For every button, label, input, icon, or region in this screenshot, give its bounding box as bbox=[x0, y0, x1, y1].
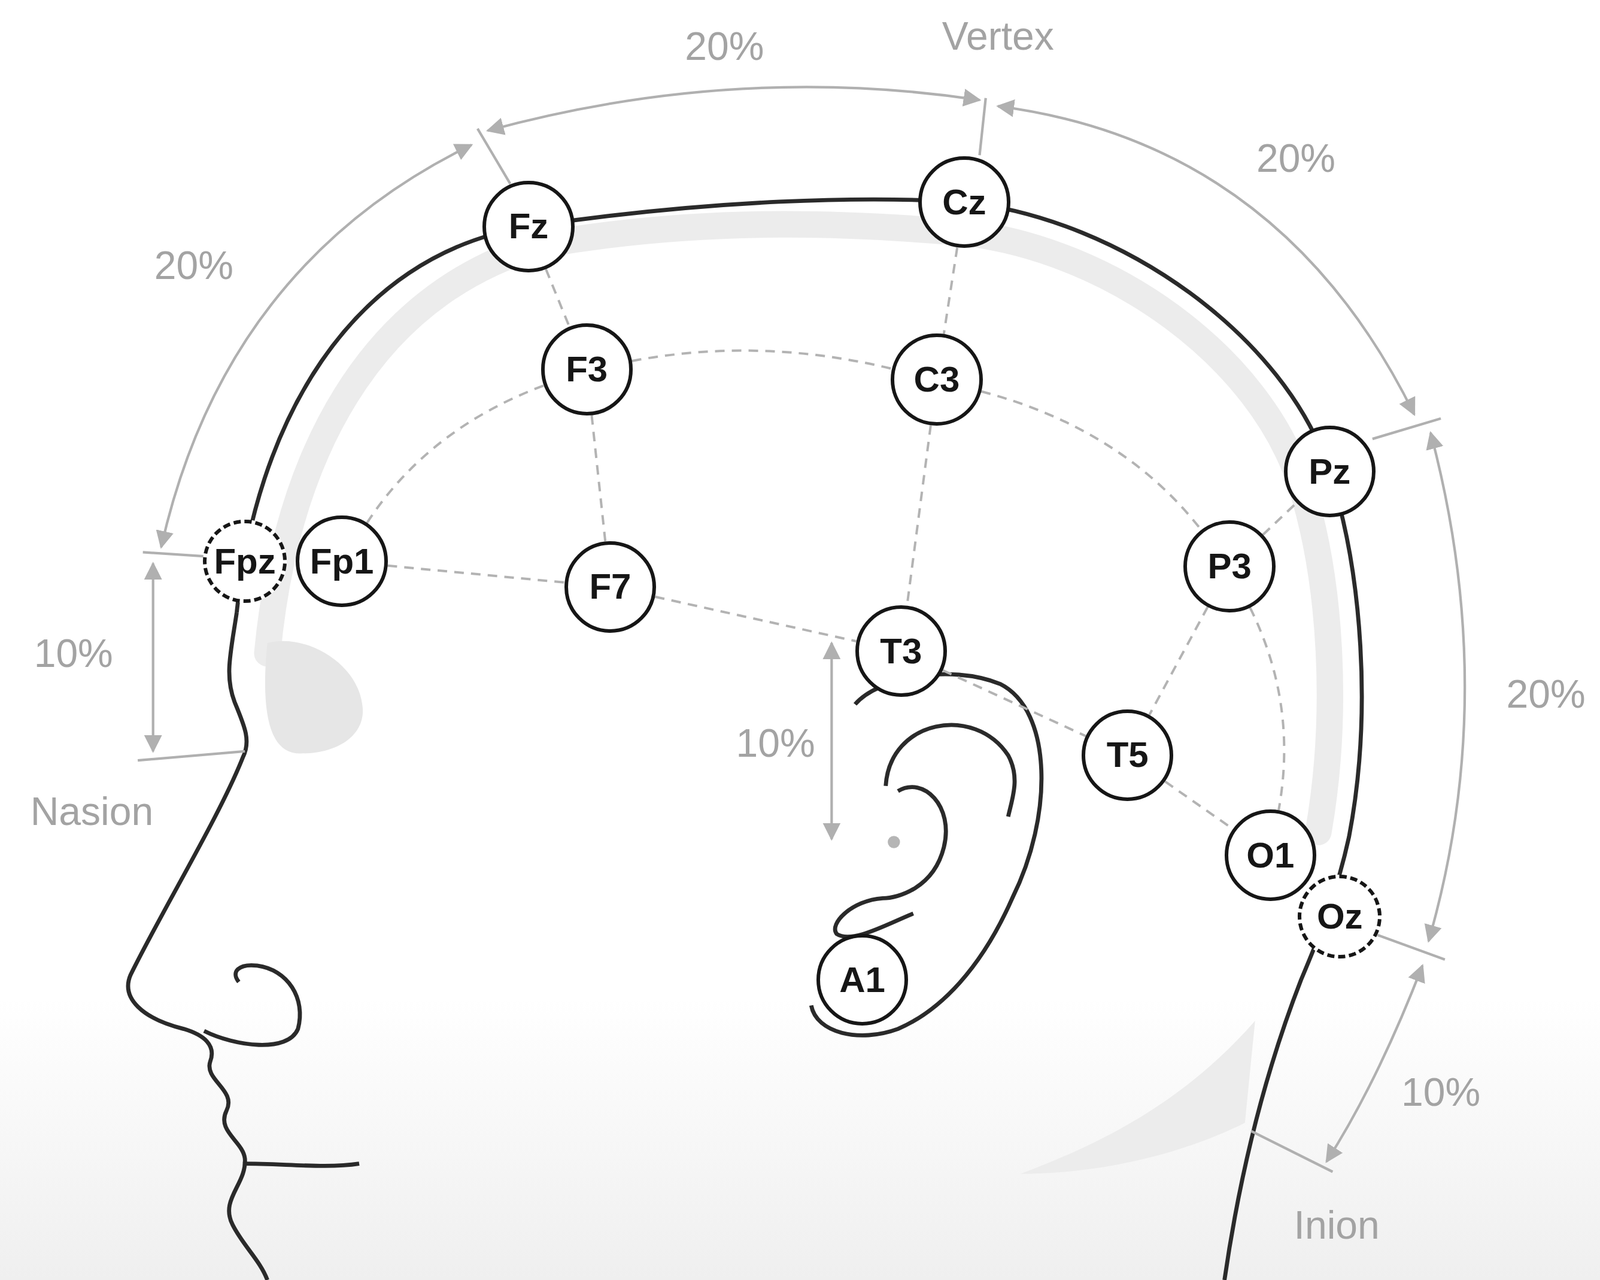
skull-outline bbox=[236, 199, 1362, 1280]
electrode-label: Oz bbox=[1316, 898, 1363, 935]
face-profile bbox=[128, 612, 268, 1280]
electrode-label: Pz bbox=[1308, 453, 1351, 490]
electrode-label: P3 bbox=[1207, 548, 1252, 585]
electrode-circle: O1 bbox=[1224, 809, 1317, 901]
electrode-label: Fp1 bbox=[310, 543, 375, 580]
electrode-circle: F3 bbox=[541, 323, 633, 415]
tick-line bbox=[1372, 418, 1441, 439]
dimension-label: Vertex bbox=[942, 16, 1055, 56]
connector bbox=[1149, 606, 1208, 715]
tick-line bbox=[143, 551, 205, 557]
dimension-label: 20% bbox=[1256, 138, 1336, 178]
electrode-circle: T3 bbox=[855, 605, 947, 697]
connector bbox=[1263, 502, 1297, 535]
dimension-label: 20% bbox=[1506, 673, 1586, 714]
electrode-circle: Fpz bbox=[202, 519, 287, 604]
connector bbox=[632, 350, 893, 369]
brow-shade bbox=[265, 641, 363, 754]
electrode-label: C3 bbox=[914, 361, 961, 398]
tick-line bbox=[137, 751, 245, 761]
dimension-arc bbox=[1428, 432, 1466, 941]
tick-line bbox=[979, 98, 986, 156]
electrode-circle: Cz bbox=[918, 156, 1010, 248]
dimension-label: Nasion bbox=[30, 791, 154, 831]
dimension-arc bbox=[1326, 965, 1423, 1162]
electrode-label: Fpz bbox=[213, 543, 276, 580]
tick-line bbox=[1377, 934, 1445, 960]
dimension-label: 10% bbox=[34, 633, 114, 673]
connector bbox=[942, 670, 1086, 737]
ear-inner bbox=[835, 787, 946, 937]
skull-shade bbox=[267, 224, 1331, 833]
electrode-label: Cz bbox=[942, 184, 986, 221]
electrode-label: F3 bbox=[565, 351, 608, 388]
dimension-arc bbox=[487, 86, 980, 131]
dimension-label: 20% bbox=[154, 245, 234, 285]
electrode-label: O1 bbox=[1246, 837, 1295, 874]
dimension-arc bbox=[997, 105, 1415, 415]
dimension-arc bbox=[152, 563, 155, 752]
electrode-circle: P3 bbox=[1183, 520, 1275, 612]
connector bbox=[943, 247, 958, 335]
electrode-circle: Fz bbox=[482, 180, 575, 273]
electrode-circle: T5 bbox=[1081, 709, 1174, 801]
connector bbox=[387, 565, 565, 583]
connector bbox=[591, 414, 606, 542]
connector bbox=[366, 385, 544, 523]
ear-point bbox=[887, 835, 900, 848]
nostril bbox=[204, 964, 300, 1045]
dimension-label: 10% bbox=[736, 723, 816, 763]
electrode-circle: Pz bbox=[1283, 425, 1376, 518]
tick-line bbox=[477, 128, 511, 184]
ear-helix bbox=[885, 724, 1015, 817]
electrode-circle: Fp1 bbox=[295, 515, 388, 607]
electrode-circle: F7 bbox=[564, 541, 657, 633]
electrode-circle: A1 bbox=[816, 933, 909, 1026]
connector bbox=[1249, 607, 1284, 810]
tick-line bbox=[1251, 1130, 1333, 1172]
dimension-arc bbox=[830, 642, 833, 839]
neck-shade bbox=[1020, 1020, 1256, 1174]
mouth-line bbox=[243, 1163, 360, 1167]
dimension-label: 20% bbox=[684, 26, 764, 66]
electrode-label: Fz bbox=[508, 208, 549, 245]
connector bbox=[654, 596, 856, 642]
dimension-label: Inion bbox=[1294, 1204, 1380, 1245]
electrode-label: A1 bbox=[839, 961, 886, 998]
connector bbox=[545, 268, 570, 327]
ear-outline bbox=[811, 673, 1042, 1035]
connector bbox=[1165, 781, 1234, 829]
dimension-arc bbox=[161, 144, 472, 548]
connector bbox=[981, 391, 1202, 531]
electrode-label: T3 bbox=[879, 633, 922, 670]
electrode-circle: Oz bbox=[1297, 874, 1382, 959]
connector bbox=[906, 424, 931, 606]
electrode-label: T5 bbox=[1106, 736, 1149, 773]
electrode-circle: C3 bbox=[890, 333, 983, 425]
dimension-label: 10% bbox=[1401, 1072, 1481, 1112]
electrode-label: F7 bbox=[589, 568, 631, 605]
